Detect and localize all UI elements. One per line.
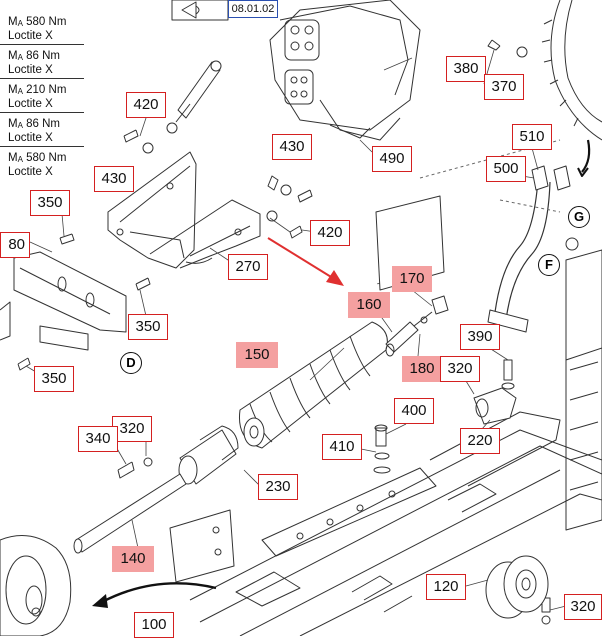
part-callout: 410 (322, 434, 362, 460)
part-callout: 270 (228, 254, 268, 280)
adhesive-spec: Loctite X (8, 98, 53, 110)
tank-box (565, 249, 602, 531)
torque-value: 580 Nm (26, 152, 67, 164)
part-callout: 400 (394, 398, 434, 424)
torque-value: 580 Nm (26, 16, 67, 28)
idler-bracket (107, 151, 261, 269)
part-callout: 220 (460, 428, 500, 454)
torque-spec-row: MA 210 Nm Loctite X (0, 82, 84, 113)
front-idler (0, 535, 72, 636)
part-callout-highlighted: 170 (392, 266, 432, 292)
drive-sprocket (541, 0, 602, 177)
torque-symbol: M (8, 152, 18, 164)
guide-plate (0, 251, 127, 351)
torque-subscript: A (17, 19, 23, 28)
part-callout: 320 (440, 356, 480, 382)
part-callout: 370 (484, 74, 524, 100)
part-callout: 230 (258, 474, 298, 500)
detail-label-g: G (568, 206, 590, 228)
hydraulic-lines (487, 165, 579, 333)
torque-subscript: A (17, 53, 23, 62)
part-callout: 350 (128, 314, 168, 340)
recoil-spring (238, 321, 388, 449)
part-callout: 340 (78, 426, 118, 452)
gas-spring (166, 60, 222, 134)
bolts (17, 39, 551, 625)
adhesive-spec: Loctite X (8, 166, 53, 178)
part-callout: 320 (112, 416, 152, 442)
part-callout-highlighted: 180 (402, 356, 442, 382)
torque-spec-row: MA 86 Nm Loctite X (0, 48, 84, 79)
final-drive-housing (269, 0, 421, 141)
part-callout-highlighted: 140 (112, 546, 154, 572)
part-callout: 350 (34, 366, 74, 392)
part-callout: 430 (272, 134, 312, 160)
torque-value: 86 Nm (26, 50, 61, 62)
highlight-arrow (267, 237, 344, 286)
adjuster-rod (385, 295, 449, 357)
part-callout-highlighted: 160 (348, 292, 390, 318)
part-callout: 510 (512, 124, 552, 150)
torque-subscript: A (17, 87, 23, 96)
detail-label-f: F (538, 254, 560, 276)
part-callout: 320 (564, 594, 602, 620)
part-callout: 350 (30, 190, 70, 216)
torque-symbol: M (8, 16, 18, 28)
torque-symbol: M (8, 118, 18, 130)
part-callout: 430 (94, 166, 134, 192)
part-callout-highlighted: 150 (236, 342, 278, 368)
part-callout: 420 (310, 220, 350, 246)
reference-code: 08.01.02 (228, 0, 278, 18)
part-callout: 390 (460, 324, 500, 350)
adhesive-spec: Loctite X (8, 132, 53, 144)
part-callout: 120 (426, 574, 466, 600)
torque-spec-row: MA 580 Nm Loctite X (0, 14, 84, 45)
torque-value: 210 Nm (26, 84, 67, 96)
part-callout: 420 (126, 92, 166, 118)
part-callout: 500 (486, 156, 526, 182)
view-reference-symbol (171, 0, 229, 21)
part-callout: 100 (134, 612, 174, 638)
torque-spec-row: MA 86 Nm Loctite X (0, 116, 84, 147)
torque-value: 86 Nm (26, 118, 61, 130)
part-callout: 80 (0, 232, 30, 258)
part-callout: 490 (372, 146, 412, 172)
torque-subscript: A (17, 155, 23, 164)
track-roller (485, 555, 549, 619)
torque-symbol: M (8, 50, 18, 62)
torque-subscript: A (17, 121, 23, 130)
adhesive-spec: Loctite X (8, 64, 53, 76)
torque-spec-row: MA 580 Nm Loctite X (0, 150, 84, 180)
torque-symbol: M (8, 84, 18, 96)
rotation-arrow (92, 582, 217, 608)
valve-block (473, 387, 517, 425)
detail-label-d: D (120, 352, 142, 374)
grease-cylinder (73, 425, 239, 554)
adhesive-spec: Loctite X (8, 30, 53, 42)
part-callout: 380 (446, 56, 486, 82)
